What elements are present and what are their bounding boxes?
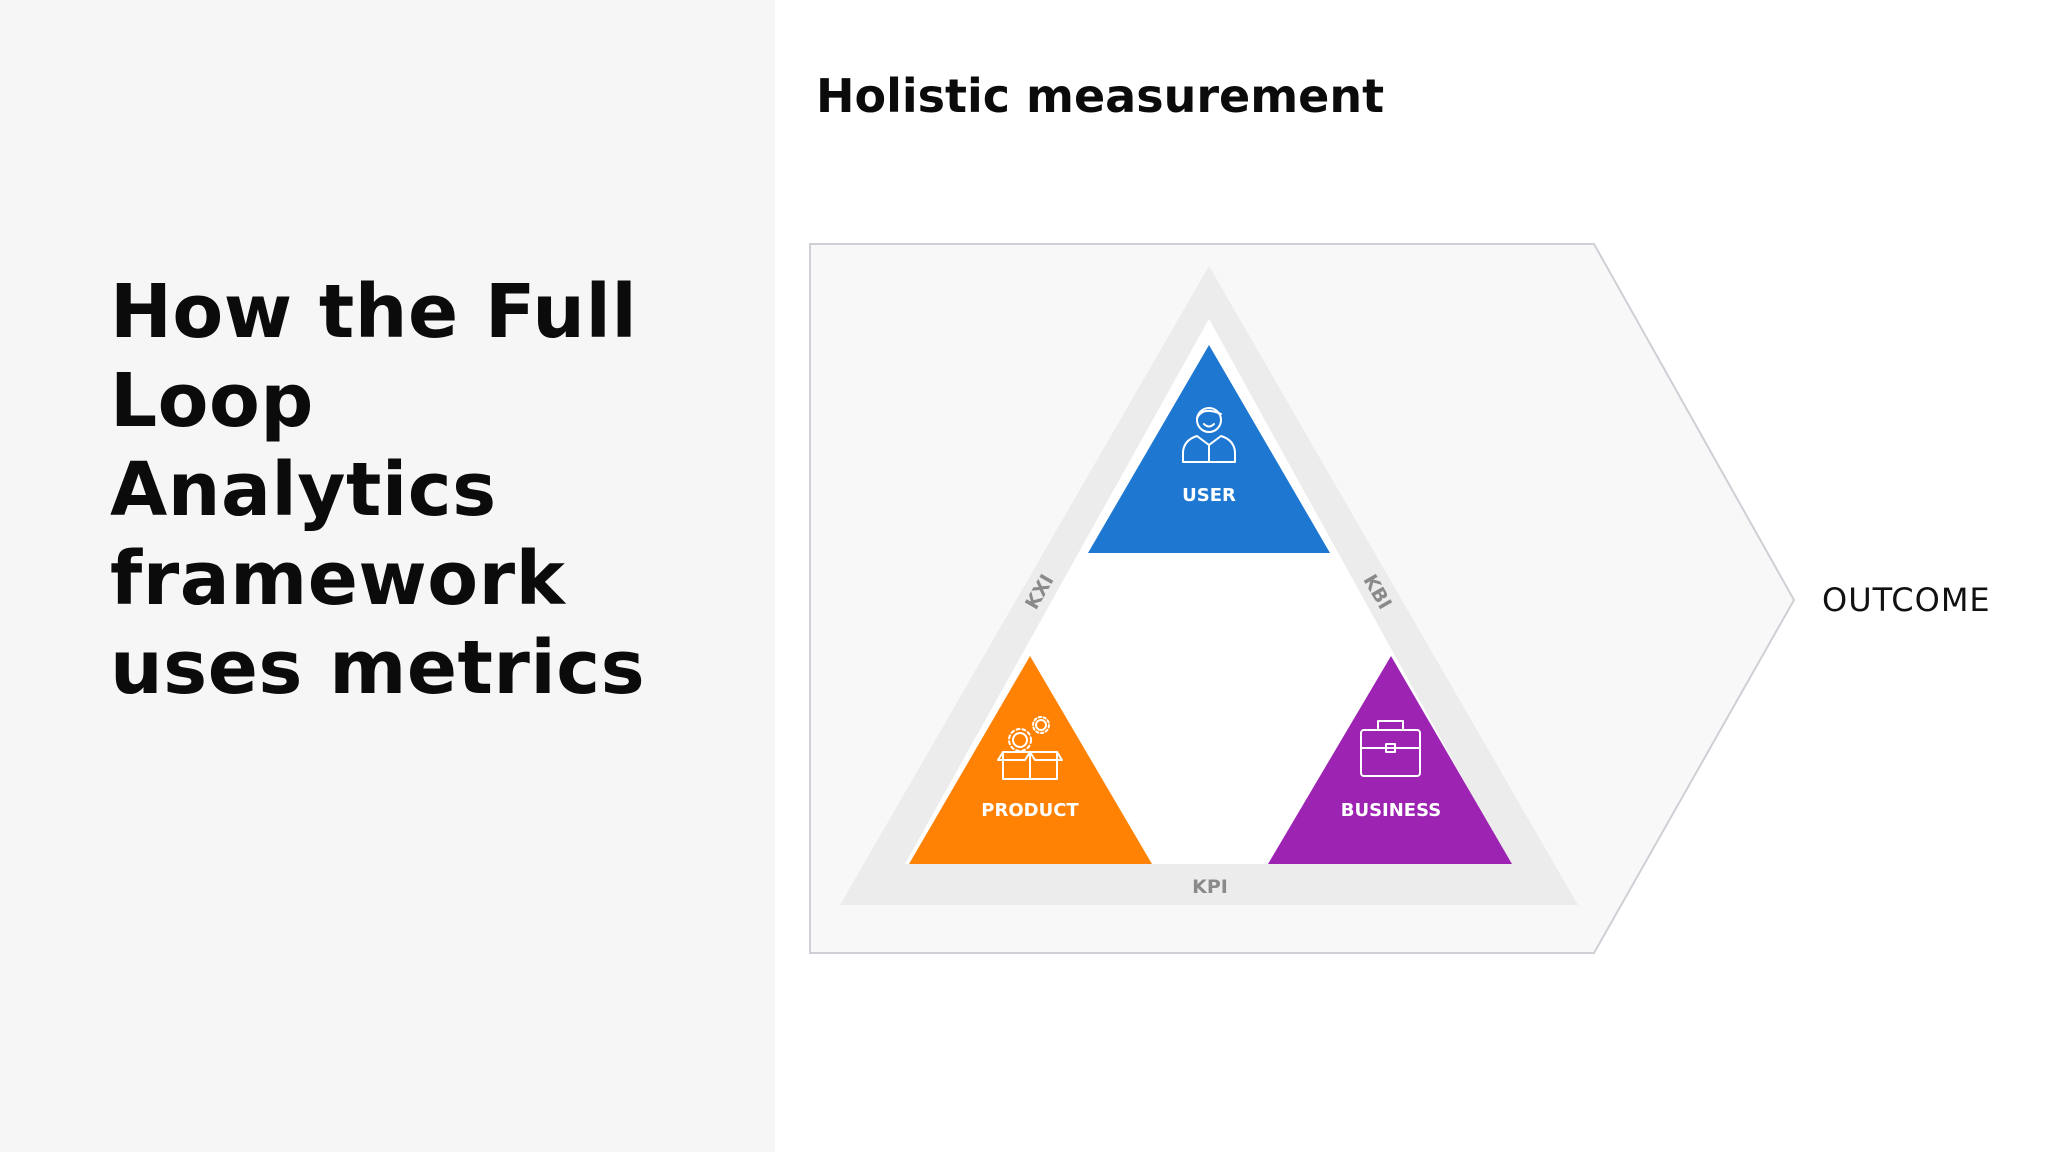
slide-headline: How the Full Loop Analytics framework us… — [110, 269, 646, 711]
section-title: Holistic measurement — [816, 69, 1385, 123]
left-panel: How the Full Loop Analytics framework us… — [0, 0, 775, 1152]
edge-label-kpi: KPI — [1192, 876, 1228, 898]
product-node: PRODUCT — [909, 656, 1152, 864]
gears-box-icon — [997, 716, 1063, 780]
business-node: BUSINESS — [1268, 656, 1512, 864]
briefcase-icon — [1360, 720, 1421, 777]
user-label: USER — [1182, 485, 1236, 506]
person-icon — [1182, 407, 1236, 463]
business-triangle — [1268, 656, 1512, 864]
outcome-label: OUTCOME — [1822, 581, 1991, 619]
user-node: USER — [1088, 345, 1330, 553]
product-label: PRODUCT — [981, 800, 1079, 821]
business-label: BUSINESS — [1341, 800, 1441, 821]
